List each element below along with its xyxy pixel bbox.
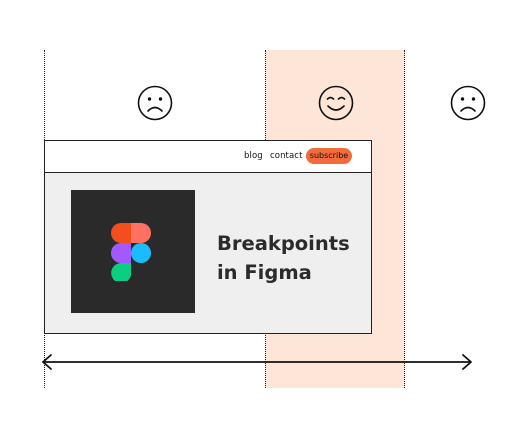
breakpoint-line-middle-right bbox=[404, 50, 405, 388]
figma-logo-icon bbox=[111, 223, 151, 281]
sad-face-icon bbox=[450, 85, 486, 121]
nav-link-contact[interactable]: contact bbox=[270, 151, 303, 161]
hero-title-line-1: Breakpoints bbox=[217, 232, 350, 255]
website-mockup: blog contact subscribe Breakpoints in Fi… bbox=[44, 140, 372, 334]
sad-face-icon bbox=[137, 85, 173, 121]
happy-face-icon bbox=[318, 85, 354, 121]
subscribe-button[interactable]: subscribe bbox=[306, 148, 352, 164]
nav-link-blog[interactable]: blog bbox=[244, 151, 263, 161]
mockup-header: blog contact subscribe bbox=[45, 141, 371, 173]
double-arrow-icon bbox=[42, 354, 472, 370]
hero-title: Breakpoints in Figma bbox=[217, 229, 350, 287]
hero-title-line-2: in Figma bbox=[217, 261, 312, 284]
hero-thumbnail bbox=[71, 190, 195, 313]
